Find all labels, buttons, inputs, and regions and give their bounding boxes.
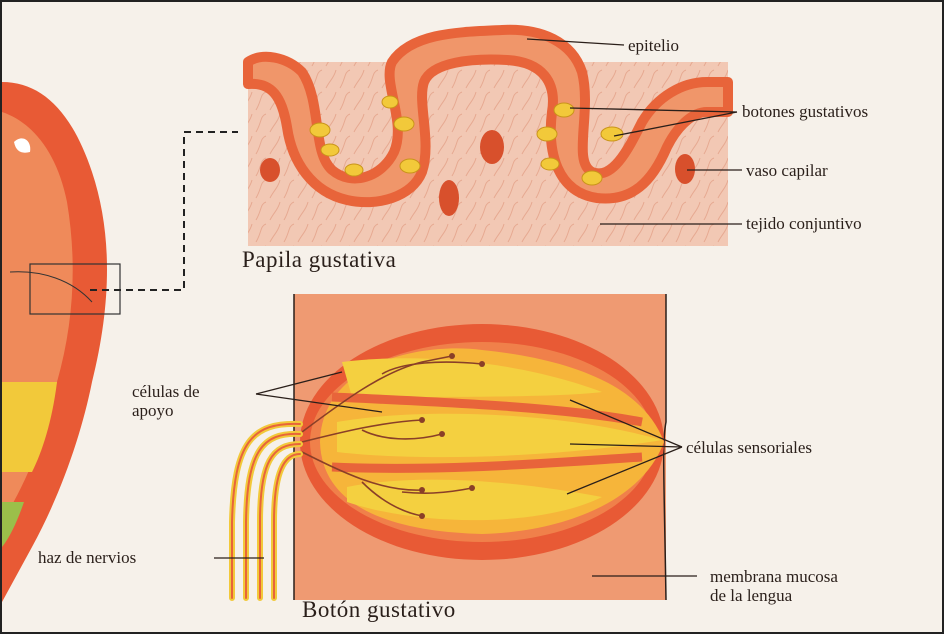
label-epitelio: epitelio bbox=[628, 36, 679, 55]
tongue-profile bbox=[2, 82, 120, 602]
label-celulas-sensoriales: células sensoriales bbox=[686, 438, 812, 457]
boton-gustativo-panel bbox=[214, 294, 697, 600]
label-botones-gustativos: botones gustativos bbox=[742, 102, 868, 121]
title-papila-gustativa: Papila gustativa bbox=[242, 250, 396, 269]
label-tejido-conjuntivo: tejido conjuntivo bbox=[746, 214, 862, 233]
papila-gustativa-panel bbox=[248, 30, 742, 246]
zoom-connector bbox=[90, 132, 238, 290]
label-haz-de-nervios: haz de nervios bbox=[38, 548, 136, 567]
label-celulas-de-apoyo: células de apoyo bbox=[132, 382, 200, 420]
title-boton-gustativo: Botón gustativo bbox=[302, 600, 456, 619]
label-vaso-capilar: vaso capilar bbox=[746, 161, 828, 180]
label-membrana-mucosa: membrana mucosa de la lengua bbox=[710, 567, 838, 605]
